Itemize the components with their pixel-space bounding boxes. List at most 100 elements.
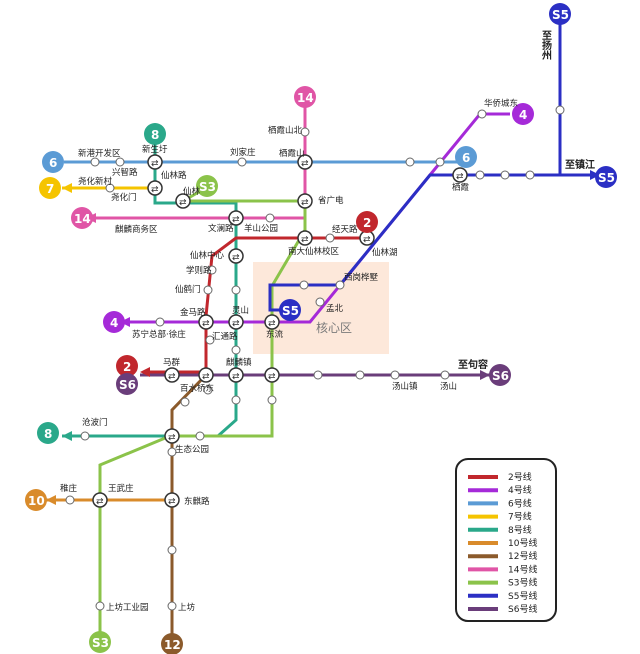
svg-text:麒麟商务区: 麒麟商务区: [115, 224, 158, 235]
svg-text:S3: S3: [199, 180, 216, 194]
svg-text:刘家庄: 刘家庄: [230, 147, 256, 158]
legend-label: S3号线: [508, 577, 537, 589]
badge-8-left: 8: [37, 422, 59, 444]
svg-text:栖霞山北: 栖霞山北: [268, 125, 303, 136]
legend-label: 12号线: [508, 550, 537, 562]
svg-text:西岗桦墅: 西岗桦墅: [344, 272, 379, 283]
svg-text:上坊工业园: 上坊工业园: [106, 602, 149, 613]
svg-text:S5: S5: [282, 304, 299, 318]
svg-text:华侨城东: 华侨城东: [484, 98, 518, 109]
svg-text:2: 2: [363, 216, 371, 230]
svg-text:兴智路: 兴智路: [112, 167, 138, 178]
svg-text:6: 6: [49, 156, 57, 170]
svg-text:⇄: ⇄: [301, 159, 309, 169]
svg-text:S6: S6: [119, 378, 136, 392]
svg-text:汤山镇: 汤山镇: [392, 381, 418, 392]
svg-text:2: 2: [123, 360, 131, 374]
svg-text:⇄: ⇄: [179, 198, 187, 208]
svg-text:14: 14: [74, 212, 91, 226]
badge-s3-top: S3: [196, 175, 218, 197]
svg-text:沧波门: 沧波门: [82, 417, 108, 428]
svg-text:仙林: 仙林: [183, 186, 201, 197]
station-labels: 新港开发区 兴智路 新生圩 刘家庄 栖霞山 栖霞山北 华侨城东 尧化新村 尧化门…: [60, 98, 518, 613]
svg-text:汇通路: 汇通路: [212, 331, 238, 342]
svg-text:⇄: ⇄: [232, 372, 240, 382]
svg-text:东麒路: 东麒路: [184, 496, 210, 507]
svg-text:10: 10: [28, 494, 45, 508]
svg-text:文澜路: 文澜路: [208, 223, 234, 234]
station-dots: [65, 97, 565, 611]
svg-text:8: 8: [44, 427, 52, 441]
badge-12-bottom: 12: [161, 633, 183, 654]
svg-text:仙林中心: 仙林中心: [190, 250, 225, 261]
svg-text:汤山: 汤山: [440, 381, 457, 392]
svg-text:⇄: ⇄: [168, 497, 176, 507]
svg-text:仙林湖: 仙林湖: [372, 247, 398, 258]
svg-text:灵山: 灵山: [232, 305, 249, 316]
badge-2-top: 2: [356, 211, 378, 233]
svg-text:麒麟镇: 麒麟镇: [226, 357, 252, 368]
svg-text:12: 12: [164, 638, 181, 652]
badge-4-right: 4: [512, 103, 534, 125]
svg-text:⇄: ⇄: [151, 185, 159, 195]
svg-text:上坊: 上坊: [178, 602, 196, 613]
interchange-stations: ⇄ ⇄ ⇄ ⇄ ⇄ ⇄ ⇄ ⇄ ⇄ ⇄ ⇄ ⇄ ⇄ ⇄ ⇄ ⇄ ⇄ ⇄ ⇄ ⇄: [92, 154, 468, 508]
svg-text:尧化新村: 尧化新村: [78, 176, 113, 187]
svg-text:⇄: ⇄: [301, 198, 309, 208]
svg-text:金马路: 金马路: [180, 307, 206, 318]
svg-text:⇄: ⇄: [96, 497, 104, 507]
dest-zhenjiang: 至镇江: [565, 158, 595, 171]
svg-text:孟北: 孟北: [326, 303, 344, 314]
svg-text:⇄: ⇄: [232, 253, 240, 263]
svg-text:生态公园: 生态公园: [175, 444, 209, 455]
badge-s6-right: S6: [489, 364, 511, 386]
svg-text:S6: S6: [492, 369, 509, 383]
badge-6-left: 6: [42, 151, 64, 173]
svg-text:⇄: ⇄: [268, 372, 276, 382]
svg-text:新港开发区: 新港开发区: [78, 148, 121, 159]
svg-text:⇄: ⇄: [268, 319, 276, 329]
svg-text:仙林路: 仙林路: [161, 170, 187, 181]
svg-text:新生圩: 新生圩: [142, 144, 168, 155]
svg-text:⇄: ⇄: [168, 433, 176, 443]
badge-7-left: 7: [39, 177, 61, 199]
svg-text:4: 4: [519, 108, 527, 122]
svg-text:⇄: ⇄: [232, 215, 240, 225]
svg-text:14: 14: [297, 91, 314, 105]
badge-14-top: 14: [294, 86, 316, 108]
svg-text:S5: S5: [598, 171, 615, 185]
svg-text:尧化门: 尧化门: [111, 192, 137, 203]
legend-label: 7号线: [508, 511, 532, 523]
svg-text:S3: S3: [92, 636, 109, 650]
svg-text:⇄: ⇄: [232, 319, 240, 329]
line-s5: [268, 18, 600, 312]
badge-s5-right: S5: [595, 166, 617, 188]
badge-s5-mid: S5: [279, 299, 301, 321]
svg-text:羊山公园: 羊山公园: [244, 223, 278, 234]
svg-text:仙鹤门: 仙鹤门: [175, 284, 201, 295]
legend-label: 10号线: [508, 537, 537, 549]
svg-text:⇄: ⇄: [168, 372, 176, 382]
svg-text:4: 4: [110, 316, 118, 330]
svg-text:⇄: ⇄: [202, 319, 210, 329]
svg-text:6: 6: [462, 151, 470, 165]
badge-8-top: 8: [144, 123, 166, 145]
svg-text:经天路: 经天路: [332, 224, 358, 235]
svg-text:⇄: ⇄: [363, 235, 371, 245]
badge-s5-top: S5: [549, 3, 571, 25]
svg-text:⇄: ⇄: [301, 235, 309, 245]
svg-text:7: 7: [46, 182, 54, 196]
legend-label: 6号线: [508, 497, 532, 509]
core-zone-label: 核心区: [316, 321, 352, 335]
svg-text:马群: 马群: [163, 357, 181, 368]
svg-text:栖霞: 栖霞: [452, 182, 470, 193]
badge-14-left: 14: [71, 207, 93, 229]
dest-jurong: 至句容: [458, 358, 488, 371]
svg-text:栖霞山: 栖霞山: [279, 148, 305, 159]
svg-text:百水桥东: 百水桥东: [180, 383, 214, 394]
legend-box: [455, 458, 557, 622]
svg-text:8: 8: [151, 128, 159, 142]
legend-label: 2号线: [508, 471, 532, 483]
